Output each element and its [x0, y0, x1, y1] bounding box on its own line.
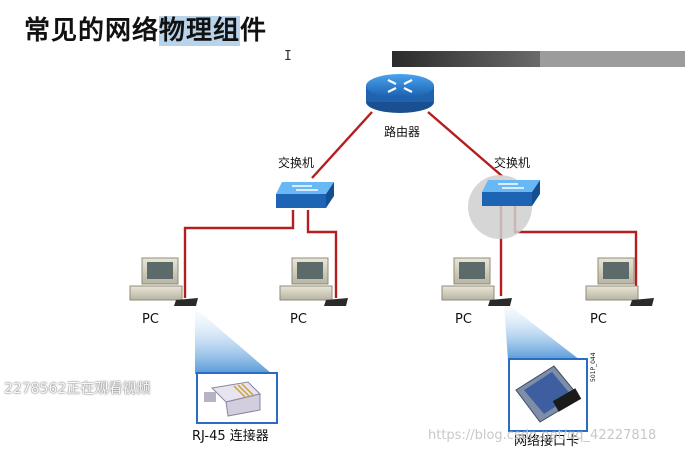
pc-3-icon [441, 257, 512, 306]
cable-router-switch-left [311, 111, 373, 179]
switch-right-label: 交换机 [494, 156, 531, 170]
switch-left-label: 交换机 [278, 156, 315, 170]
pc-label: PC [590, 312, 607, 327]
pc-label: PC [455, 312, 472, 327]
pc-2-icon [279, 257, 348, 306]
pc-label: PC [142, 312, 159, 327]
blog-url-watermark: https://blog.csdn.net/qq_42227818 [428, 428, 657, 443]
slide-title: 常见的网络物理组件 [24, 10, 267, 47]
connector-callout-beam [195, 312, 272, 374]
pc-4-icon [585, 257, 654, 306]
switch-left-icon [276, 182, 334, 208]
nic-card-code: 501P_044 [590, 352, 597, 382]
title-text: 常见的网络 [24, 16, 160, 46]
header-bar-light [540, 51, 685, 67]
header-bar-dark [392, 51, 540, 67]
cable-switch-left-pc1 [183, 210, 295, 298]
viewer-count-watermark: 2278562正在观看视频 [4, 381, 151, 397]
nic-label: 网络接口卡 [514, 434, 580, 449]
rj45-label: RJ-45 连接器 [192, 429, 269, 444]
router-label: 路由器 [384, 125, 421, 139]
cable-switch-left-pc2 [306, 210, 338, 298]
nic-image-box [508, 358, 588, 432]
rj45-connector-icon [204, 381, 261, 417]
title-selected-text[interactable]: 物理组 [159, 16, 241, 46]
router-icon [366, 74, 434, 113]
nic-callout-beam [504, 306, 580, 360]
cables [183, 111, 638, 298]
pc-1-icon [129, 257, 198, 306]
switch-right-icon [482, 180, 540, 206]
text-cursor-icon: I [284, 49, 292, 64]
cable-router-switch-right [427, 111, 503, 177]
rj45-image-box [196, 372, 278, 424]
network-card-icon [515, 365, 582, 423]
title-rest-text: 件 [240, 16, 268, 46]
pc-label: PC [290, 312, 307, 327]
